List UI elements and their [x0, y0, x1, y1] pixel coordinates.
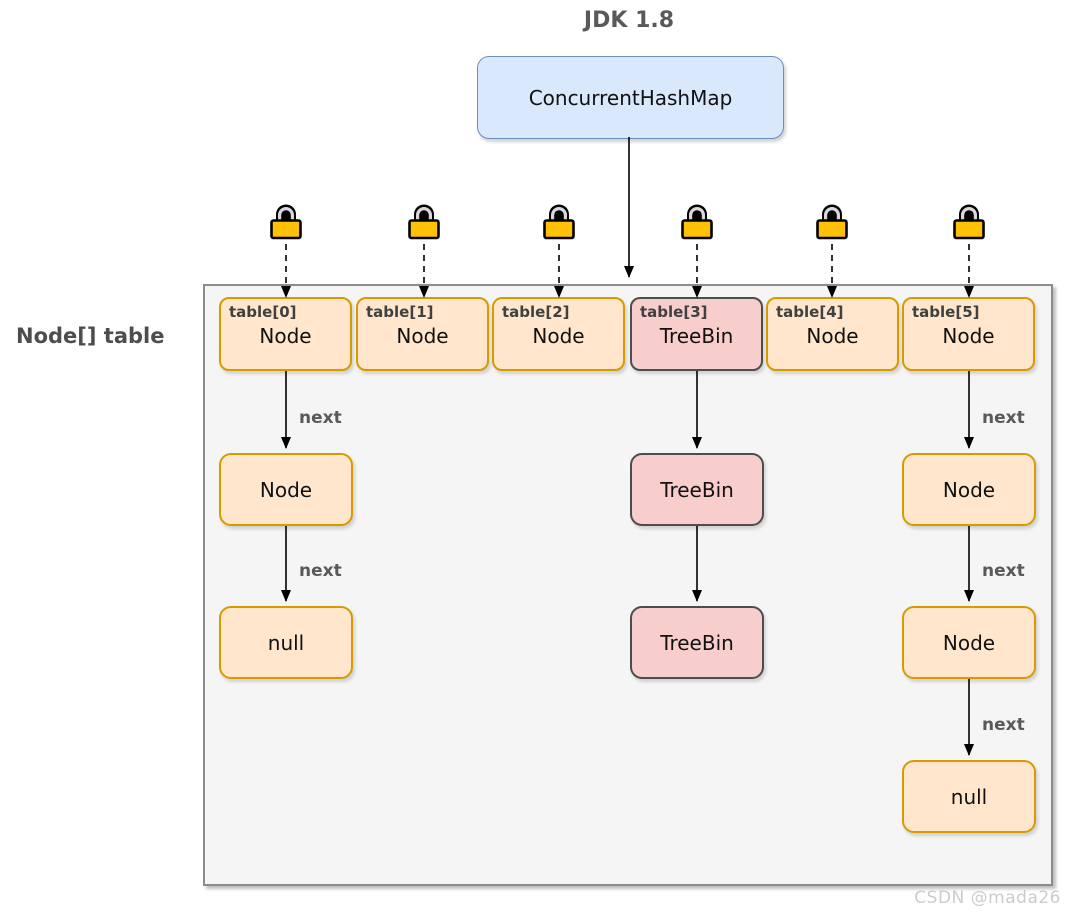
chain-node-label: Node — [259, 477, 313, 502]
lock-icon — [269, 202, 303, 240]
watermark: CSDN @mada26 — [914, 888, 1061, 908]
bucket-value: Node — [259, 324, 312, 348]
bucket-value: Node — [532, 324, 585, 348]
chain-node: Node — [902, 606, 1036, 679]
bucket-index-label: table[2] — [502, 303, 570, 321]
chain-node-label: Node — [942, 630, 996, 655]
bucket-index-label: table[3] — [640, 303, 708, 321]
chain-node-label: null — [950, 784, 988, 809]
chain-node-null: null — [902, 760, 1036, 833]
chain-node-label: TreeBin — [660, 630, 734, 655]
chain-node-label: TreeBin — [660, 477, 734, 502]
chain-node-label: null — [267, 630, 305, 655]
concurrenthashmap-box: ConcurrentHashMap — [477, 56, 784, 139]
bucket-cell-2: table[2] Node — [492, 297, 625, 371]
bucket-index-label: table[0] — [229, 303, 297, 321]
bucket-value: Node — [942, 324, 995, 348]
bucket-value: Node — [806, 324, 859, 348]
lock-icon — [815, 202, 849, 240]
bucket-cell-1: table[1] Node — [356, 297, 489, 371]
bucket-cell-5: table[5] Node — [902, 297, 1035, 371]
chain-treebin: TreeBin — [630, 453, 764, 526]
bucket-index-label: table[4] — [776, 303, 844, 321]
next-pointer-label: next — [982, 408, 1025, 428]
bucket-cell-4: table[4] Node — [766, 297, 899, 371]
next-pointer-label: next — [982, 715, 1025, 735]
bucket-value: TreeBin — [659, 324, 734, 348]
bucket-cell-0: table[0] Node — [219, 297, 352, 371]
bucket-cell-3: table[3] TreeBin — [630, 297, 763, 371]
lock-icon — [680, 202, 714, 240]
concurrenthashmap-label: ConcurrentHashMap — [528, 85, 733, 110]
chain-node: Node — [219, 453, 353, 526]
next-pointer-label: next — [299, 408, 342, 428]
next-pointer-label: next — [299, 561, 342, 581]
next-pointer-label: next — [982, 561, 1025, 581]
bucket-index-label: table[5] — [912, 303, 980, 321]
page-title: JDK 1.8 — [583, 8, 675, 33]
lock-icon — [542, 202, 576, 240]
bucket-index-label: table[1] — [366, 303, 434, 321]
lock-icon — [407, 202, 441, 240]
bucket-value: Node — [396, 324, 449, 348]
chain-node-null: null — [219, 606, 353, 679]
chain-node: Node — [902, 453, 1036, 526]
chain-treebin: TreeBin — [630, 606, 764, 679]
array-name-label: Node[] table — [16, 324, 165, 348]
chain-node-label: Node — [942, 477, 996, 502]
lock-icon — [952, 202, 986, 240]
